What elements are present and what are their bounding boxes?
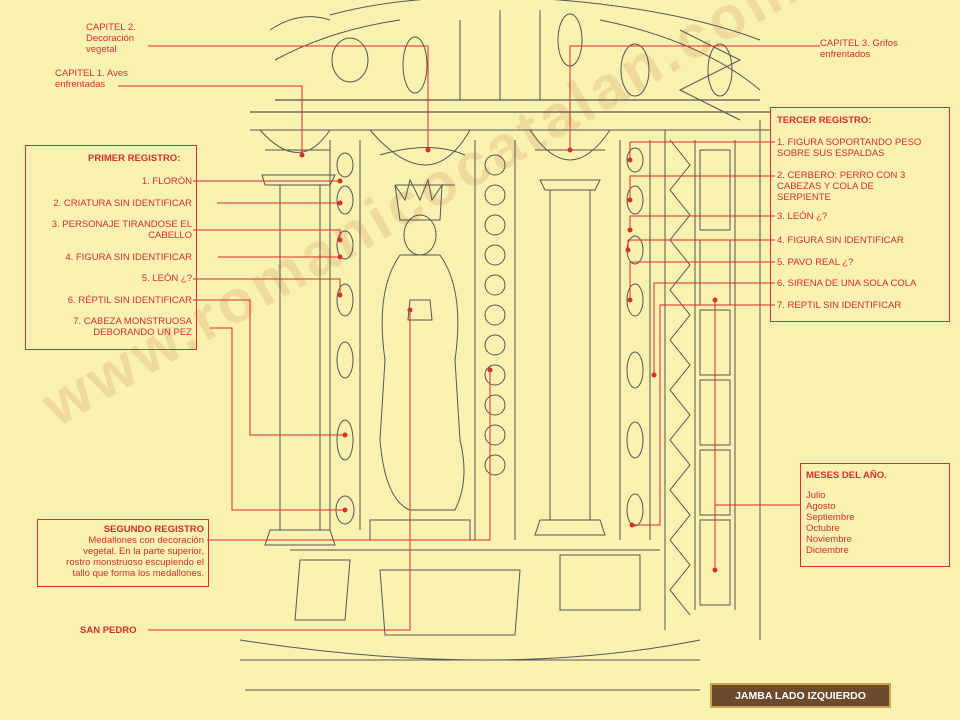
tercer-item-2b: CABEZAS Y COLA DE: [777, 181, 874, 192]
tercer-item-4: 4. FIGURA SIN IDENTIFICAR: [777, 235, 904, 246]
tercer-item-1b: SOBRE SUS ESPALDAS: [777, 148, 885, 159]
meses-box: [800, 463, 950, 567]
segundo-registro-box: [37, 519, 209, 587]
month-item: Diciembre: [806, 545, 849, 556]
month-item: Septiembre: [806, 512, 855, 523]
tercer-item-2c: SERPIENTE: [777, 192, 831, 203]
leader-lines: [118, 45, 820, 631]
tercer-registro-box: [770, 107, 950, 322]
tercer-item-3: 3. LEÓN ¿?: [777, 211, 828, 222]
leader-tercer-2: [629, 175, 775, 200]
tercer-item-2: 2. CERBERO: PERRO CON 3: [777, 170, 906, 181]
primer-registro-title: PRIMER REGISTRO:: [88, 153, 181, 164]
footer-title: JAMBA LADO IZQUIERDO: [710, 683, 891, 708]
month-item: Noviembre: [806, 534, 852, 545]
leader-capitel-2: [148, 45, 429, 150]
leader-primer-3: [193, 229, 341, 240]
leader-tercer-7: [632, 304, 775, 526]
leader-tercer-6: [653, 282, 775, 375]
leader-capitel-1: [118, 85, 303, 155]
leader-tercer-4: [627, 239, 775, 250]
tercer-registro-title: TERCER REGISTRO:: [777, 115, 872, 126]
leader-tercer-3: [629, 215, 775, 230]
month-item: Octubre: [806, 523, 840, 534]
month-item: Julio: [806, 490, 826, 501]
leader-san-pedro: [148, 310, 411, 631]
segundo-registro-text: SEGUNDO REGISTRO Medallones con decoraci…: [66, 524, 204, 579]
leader-capitel-3: [569, 45, 820, 150]
tercer-item-5: 5. PAVO REAL ¿?: [777, 257, 854, 268]
primer-item-5: 5. LEÓN ¿?: [141, 273, 192, 284]
primer-registro-box: [25, 145, 197, 350]
primer-item-1: 1. FLORÓN: [141, 176, 192, 187]
tercer-item-1: 1. FIGURA SOPORTANDO PESO: [777, 137, 922, 148]
leader-dots: [299, 147, 718, 573]
primer-item-2: 2. CRIATURA SIN IDENTIFICAR: [53, 198, 192, 209]
leader-segundo: [207, 370, 491, 541]
primer-item-7b: DEBORANDO UN PEZ: [93, 327, 192, 338]
leader-tercer-1: [629, 141, 775, 160]
leader-primer-7: [210, 327, 345, 511]
leader-meses: [714, 300, 800, 506]
meses-list: Julio Agosto Septiembre Octubre Noviembr…: [806, 490, 855, 556]
tercer-item-6: 6. SIRENA DE UNA SOLA COLA: [777, 278, 917, 289]
primer-item-3: 3. PERSONAJE TIRANDOSE EL: [51, 219, 192, 230]
primer-item-7: 7. CABEZA MONSTRUOSA: [73, 316, 192, 327]
primer-item-4: 4. FIGURA SIN IDENTIFICAR: [65, 252, 192, 263]
primer-item-6: 6. RÉPTIL SIN IDENTIFICAR: [67, 295, 192, 306]
meses-title: MESES DEL AÑO.: [806, 470, 887, 481]
leader-tercer-5: [629, 261, 775, 300]
tercer-item-7: 7. REPTIL SIN IDENTIFICAR: [777, 300, 902, 311]
primer-item-3b: CABELLO: [148, 230, 192, 241]
leader-primer-5: [193, 278, 341, 295]
sketch-lines: [239, 0, 770, 691]
month-item: Agosto: [806, 501, 836, 512]
san-pedro-label: SAN PEDRO: [80, 625, 137, 636]
leader-primer-6: [193, 299, 345, 436]
